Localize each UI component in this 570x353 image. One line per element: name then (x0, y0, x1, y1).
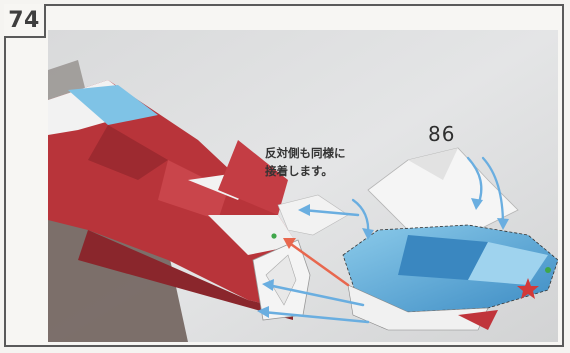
red-fuselage (48, 80, 298, 320)
step-number-box: 74 (4, 4, 46, 38)
annotation-line-2: 接着します。 (265, 164, 333, 178)
green-dot-icon (545, 267, 551, 273)
arrow-heads (257, 198, 509, 318)
annotation-line-1: 反対側も同様に (265, 146, 346, 160)
instruction-photo (48, 30, 558, 342)
hand-shadow (48, 210, 188, 342)
green-dot-icon-left (271, 233, 277, 239)
red-star-icon (517, 278, 539, 299)
step-number: 74 (8, 7, 40, 33)
instruction-annotation: 反対側も同様に 接着します。 (265, 144, 346, 180)
part-number-label: 86 (428, 122, 456, 146)
white-part-86 (277, 147, 519, 236)
blue-part-86 (342, 224, 558, 331)
photo-illustration (48, 30, 558, 342)
